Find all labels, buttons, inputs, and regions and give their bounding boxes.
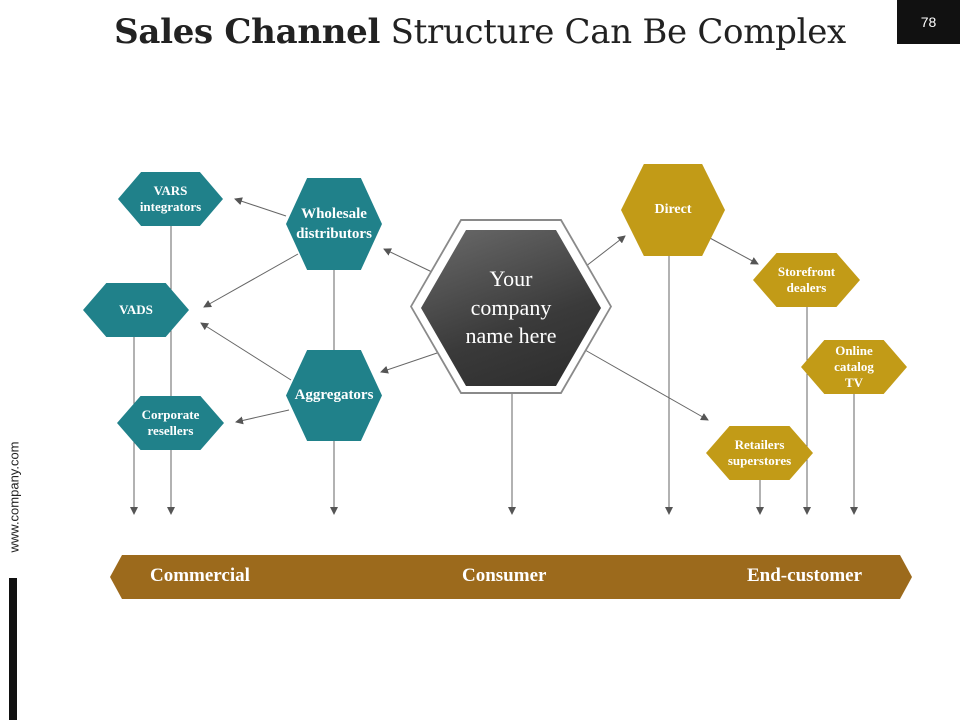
node-vars-label: VARS integrators	[139, 183, 202, 214]
label-commercial: Commercial	[150, 565, 250, 586]
arrow-direct-to-storefront	[707, 236, 759, 265]
node-online-label: Online catalog TV	[834, 342, 874, 391]
node-vads: VADS	[83, 283, 189, 337]
arrow-center-to-aggregators	[380, 351, 441, 374]
label-consumer: Consumer	[462, 565, 547, 586]
page-number-badge: 78	[897, 0, 960, 44]
node-direct: Direct	[621, 164, 725, 256]
arrow-wholesale-to-vars	[234, 197, 287, 217]
node-retailers-label: Retailers superstores	[727, 437, 792, 468]
node-vars-integrators: VARS integrators	[118, 172, 223, 226]
node-wholesale-distributors: Wholesale distributors	[286, 178, 382, 270]
label-end-customer: End-customer	[747, 565, 863, 586]
node-corporate-label: Corporate resellers	[141, 407, 200, 438]
node-direct-label: Direct	[654, 201, 692, 217]
arrow-aggregators-to-vads	[200, 322, 292, 381]
center-label: Your company name here	[465, 266, 557, 349]
center-company-hex: Your company name here	[421, 230, 601, 386]
channel-bar	[110, 555, 912, 599]
node-corporate-resellers: Corporate resellers	[117, 396, 224, 450]
arrow-center-to-retailers	[584, 349, 709, 421]
node-aggregators-label: Aggregators	[294, 387, 374, 404]
title-rest: Structure Can Be Complex	[380, 12, 847, 52]
arrow-wholesale-to-vads	[203, 253, 299, 308]
arrow-center-to-wholesale	[383, 248, 433, 273]
title-bold: Sales Channel	[114, 12, 381, 52]
node-retailers-superstores: Retailers superstores	[706, 426, 813, 480]
slide-title: Sales Channel Structure Can Be Complex	[0, 12, 960, 52]
arrow-aggregators-to-corporate	[235, 409, 290, 425]
node-storefront-label: Storefront dealers	[777, 264, 836, 295]
node-aggregators: Aggregators	[286, 350, 382, 441]
node-wholesale-label: Wholesale distributors	[296, 205, 372, 242]
node-online-catalog-tv: Online catalog TV	[801, 340, 907, 394]
node-storefront-dealers: Storefront dealers	[753, 253, 860, 307]
node-vads-label: VADS	[119, 302, 153, 318]
arrow-center-to-direct	[580, 235, 626, 271]
side-bar	[9, 578, 17, 720]
